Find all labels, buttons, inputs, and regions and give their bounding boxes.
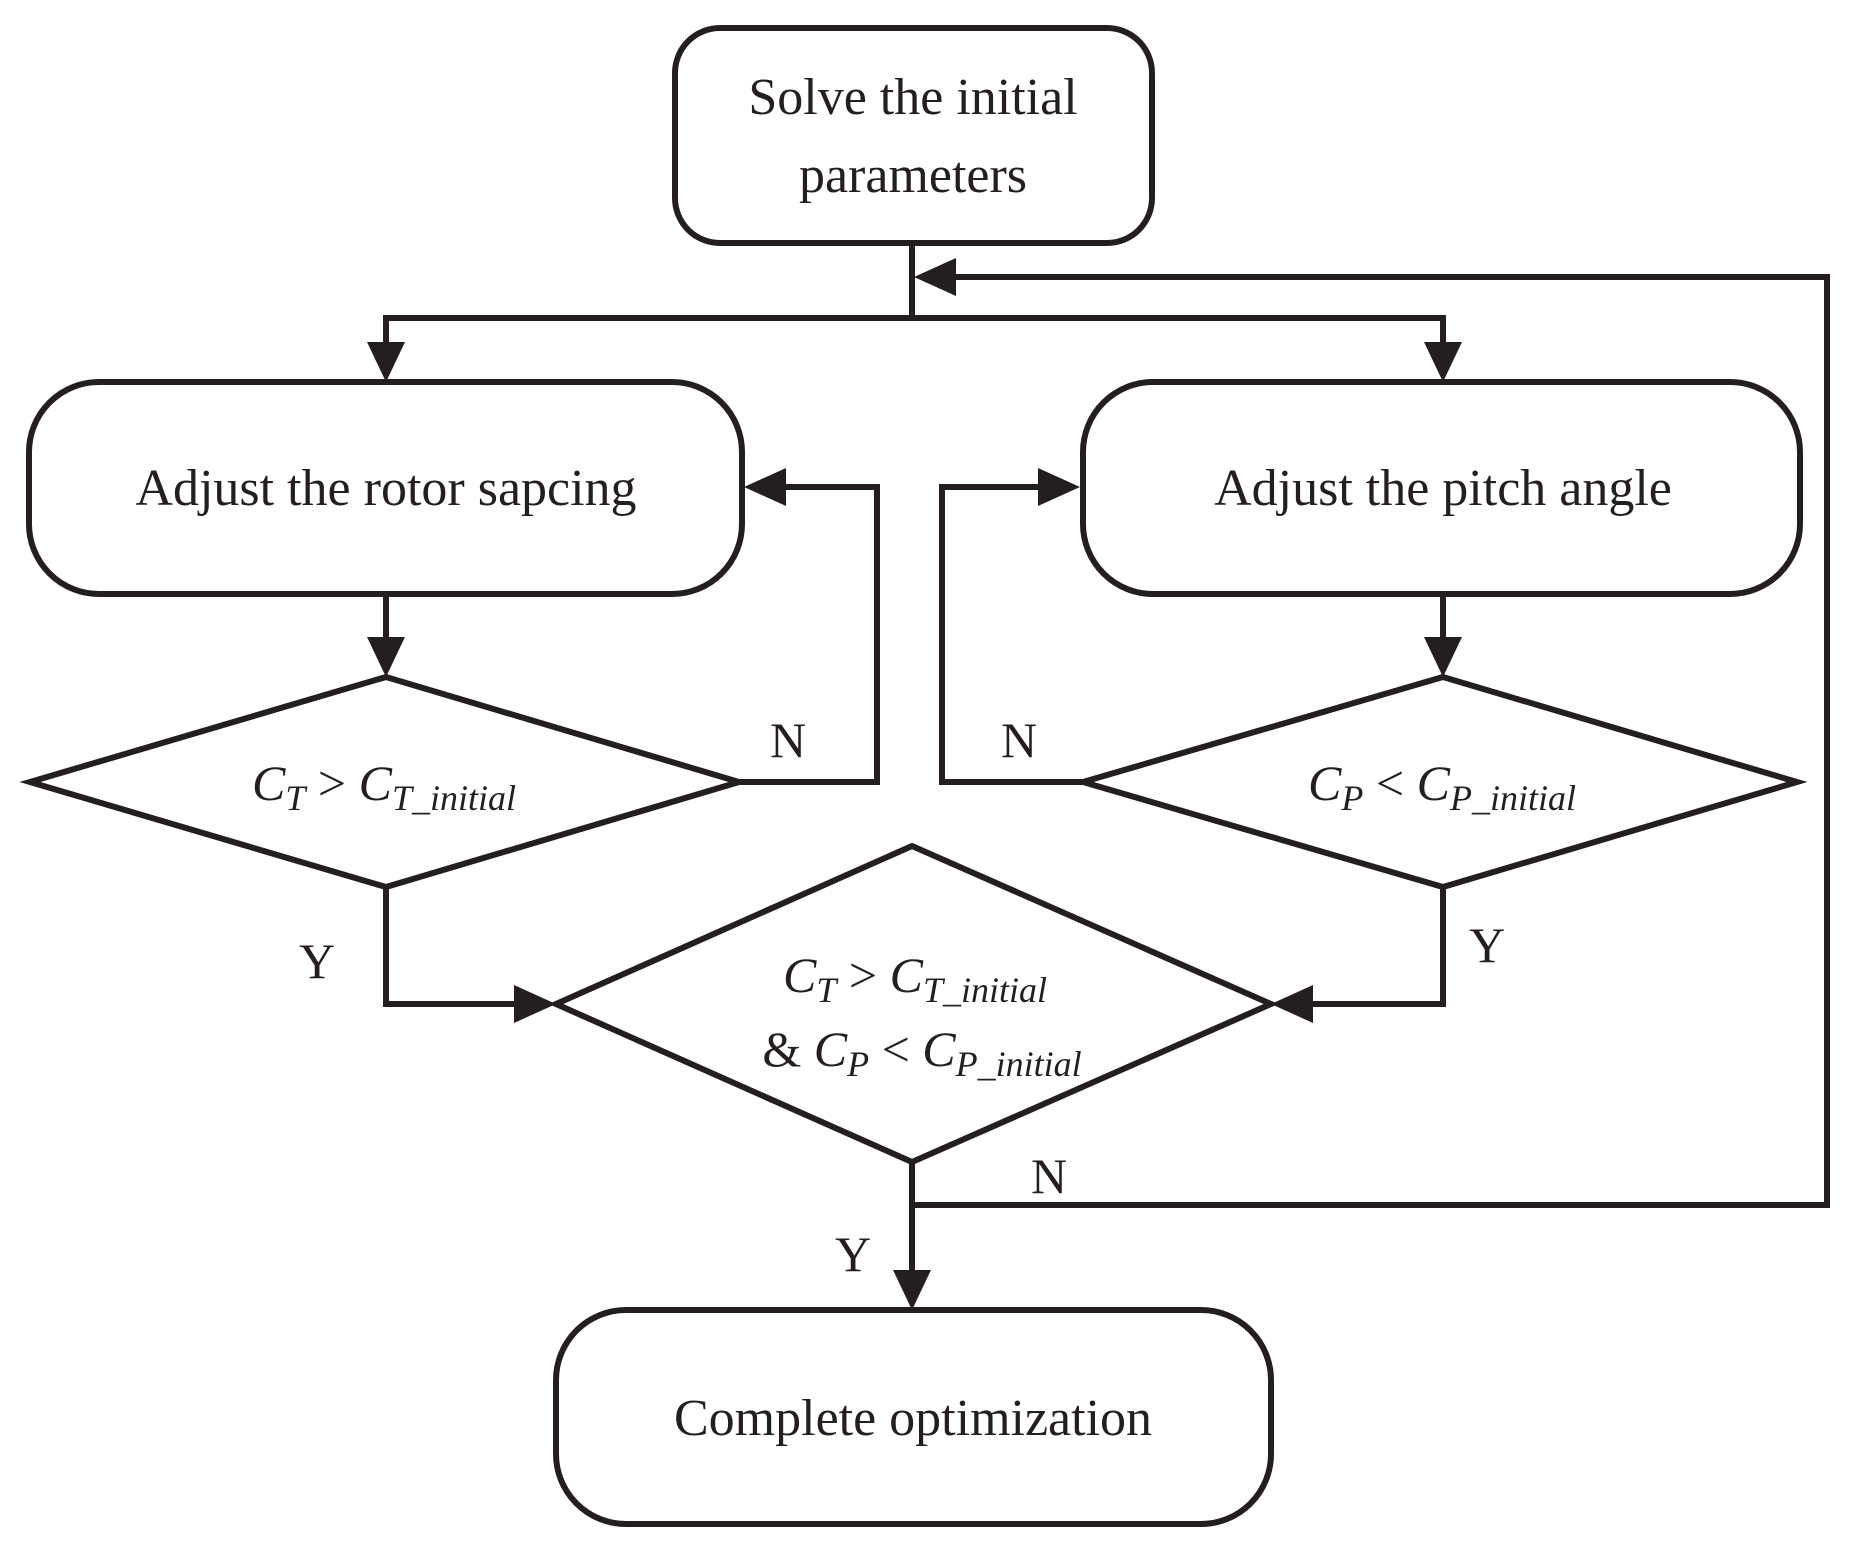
arrowheads [367, 258, 1462, 1310]
node-cond-both: CT > CT_initial & CP < CP_initial [548, 842, 1279, 1166]
cond-cp-label: CP < CP_initial [1308, 755, 1576, 818]
cond-both-label-line-2: & CP < CP_initial [762, 1021, 1081, 1084]
pitch-angle-label: Adjust the pitch angle [1214, 460, 1672, 517]
node-cond-ct: CT > CT_initial [19, 673, 750, 891]
connector-cond-cp-yes [1304, 884, 1446, 1007]
edge-label-ct-no: N [770, 712, 806, 768]
node-end: Complete optimization [553, 1307, 1274, 1527]
arrowhead-loop-back-icon [914, 258, 956, 296]
arrowhead-to-pitch-icon [1424, 342, 1462, 382]
node-start: Solve the initial parameters [672, 25, 1155, 246]
end-label: Complete optimization [674, 1390, 1152, 1447]
cond-both-label-line-1: CT > CT_initial [783, 947, 1047, 1010]
arrowhead-ct-no-to-rotor-icon [744, 468, 786, 506]
connector-cond-ct-no [736, 484, 880, 785]
node-pitch-angle: Adjust the pitch angle [1080, 379, 1803, 597]
cond-ct-diamond [19, 673, 750, 891]
arrowhead-to-cond-ct-icon [367, 637, 405, 677]
cond-both-diamond [548, 842, 1279, 1166]
rotor-spacing-box [26, 379, 745, 597]
start-box [672, 25, 1155, 246]
arrowhead-to-cond-cp-icon [1424, 637, 1462, 677]
edge-label-both-yes: Y [835, 1226, 871, 1282]
cond-cp-diamond [1072, 673, 1808, 891]
connector-cond-ct-yes [383, 884, 523, 1007]
connector-loop-back-top [909, 274, 1830, 1208]
end-box [553, 1307, 1274, 1527]
edge-label-cp-no: N [1001, 712, 1037, 768]
arrowhead-to-rotor-icon [367, 342, 405, 382]
cond-ct-label: CT > CT_initial [252, 755, 516, 818]
connector-cond-cp-no [939, 484, 1086, 785]
edge-labels: N N Y Y N Y [299, 712, 1505, 1282]
arrowhead-ct-yes-to-both-icon [514, 985, 556, 1023]
node-rotor-spacing: Adjust the rotor sapcing [26, 379, 745, 597]
arrowhead-cp-yes-to-both-icon [1271, 985, 1313, 1023]
pitch-angle-box [1080, 379, 1803, 597]
arrowhead-to-end-icon [893, 1270, 931, 1310]
start-label-line-2: parameters [799, 147, 1027, 204]
connectors [383, 240, 1830, 1279]
node-cond-cp: CP < CP_initial [1072, 673, 1808, 891]
edge-label-ct-yes: Y [299, 933, 335, 989]
edge-label-both-no: N [1031, 1148, 1067, 1204]
arrowhead-cp-no-to-pitch-icon [1038, 468, 1080, 506]
rotor-spacing-label: Adjust the rotor sapcing [135, 460, 636, 517]
start-label-line-1: Solve the initial [748, 69, 1077, 126]
edge-label-cp-yes: Y [1469, 917, 1505, 973]
